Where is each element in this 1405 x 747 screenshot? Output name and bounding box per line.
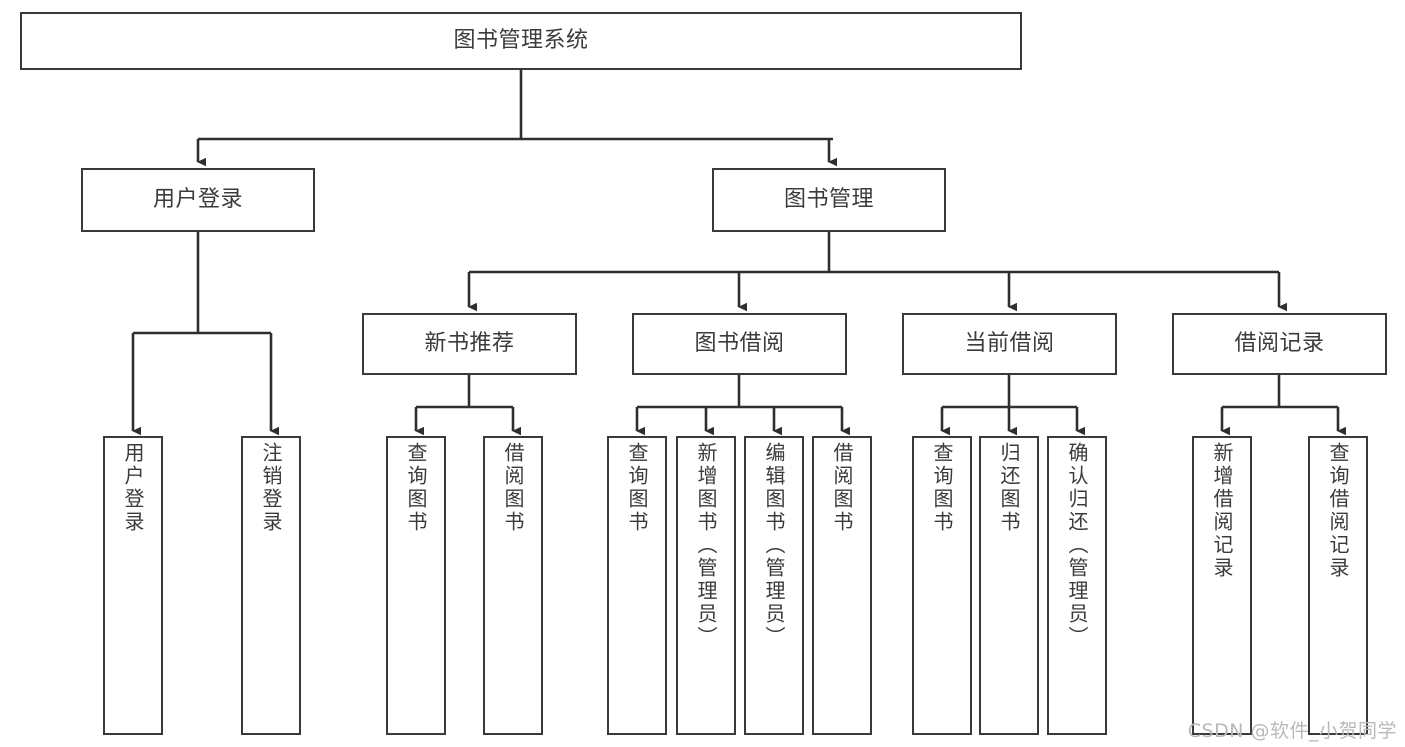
node-label: 查询借阅记录	[1326, 442, 1350, 580]
node-leaf-borrow-book-recommend[interactable]: 借阅图书	[483, 436, 543, 735]
node-borrow-record[interactable]: 借阅记录	[1172, 313, 1387, 375]
node-label: 编辑图书（管理员）	[762, 442, 786, 649]
node-label: 查询图书	[404, 442, 428, 534]
node-leaf-query-borrow-record[interactable]: 查询借阅记录	[1308, 436, 1368, 735]
node-leaf-query-book-recommend[interactable]: 查询图书	[386, 436, 446, 735]
node-label: 新增图书（管理员）	[694, 442, 718, 649]
node-label: 图书管理系统	[453, 28, 589, 54]
node-book-management[interactable]: 图书管理	[712, 168, 946, 232]
node-label: 借阅图书	[501, 442, 525, 534]
node-leaf-logout[interactable]: 注销登录	[241, 436, 301, 735]
node-label: 注销登录	[259, 442, 283, 534]
node-label: 借阅图书	[830, 442, 854, 534]
node-book-borrow[interactable]: 图书借阅	[632, 313, 847, 375]
node-label: 当前借阅	[964, 331, 1055, 357]
node-leaf-confirm-return-admin[interactable]: 确认归还（管理员）	[1047, 436, 1107, 735]
node-label: 新增借阅记录	[1210, 442, 1234, 580]
node-book-management-system[interactable]: 图书管理系统	[20, 12, 1022, 70]
node-label: 归还图书	[997, 442, 1021, 534]
node-leaf-query-book-borrow[interactable]: 查询图书	[607, 436, 667, 735]
node-leaf-query-book-current[interactable]: 查询图书	[912, 436, 972, 735]
node-label: 用户登录	[152, 187, 243, 213]
node-leaf-borrow-book[interactable]: 借阅图书	[812, 436, 872, 735]
node-label: 图书管理	[783, 187, 874, 213]
node-label: 查询图书	[930, 442, 954, 534]
node-label: 新书推荐	[424, 331, 515, 357]
node-leaf-add-book-admin[interactable]: 新增图书（管理员）	[676, 436, 736, 735]
node-label: 确认归还（管理员）	[1065, 442, 1089, 649]
node-label: 借阅记录	[1234, 331, 1325, 357]
node-label: 查询图书	[625, 442, 649, 534]
node-leaf-edit-book-admin[interactable]: 编辑图书（管理员）	[744, 436, 804, 735]
node-label: 用户登录	[121, 442, 145, 534]
node-leaf-add-borrow-record[interactable]: 新增借阅记录	[1192, 436, 1252, 735]
node-new-book-recommend[interactable]: 新书推荐	[362, 313, 577, 375]
node-label: 图书借阅	[694, 331, 785, 357]
node-user-login[interactable]: 用户登录	[81, 168, 315, 232]
watermark: CSDN @软件_小贺同学	[1187, 720, 1397, 742]
node-leaf-return-book[interactable]: 归还图书	[979, 436, 1039, 735]
node-current-borrow[interactable]: 当前借阅	[902, 313, 1117, 375]
node-leaf-user-login[interactable]: 用户登录	[103, 436, 163, 735]
